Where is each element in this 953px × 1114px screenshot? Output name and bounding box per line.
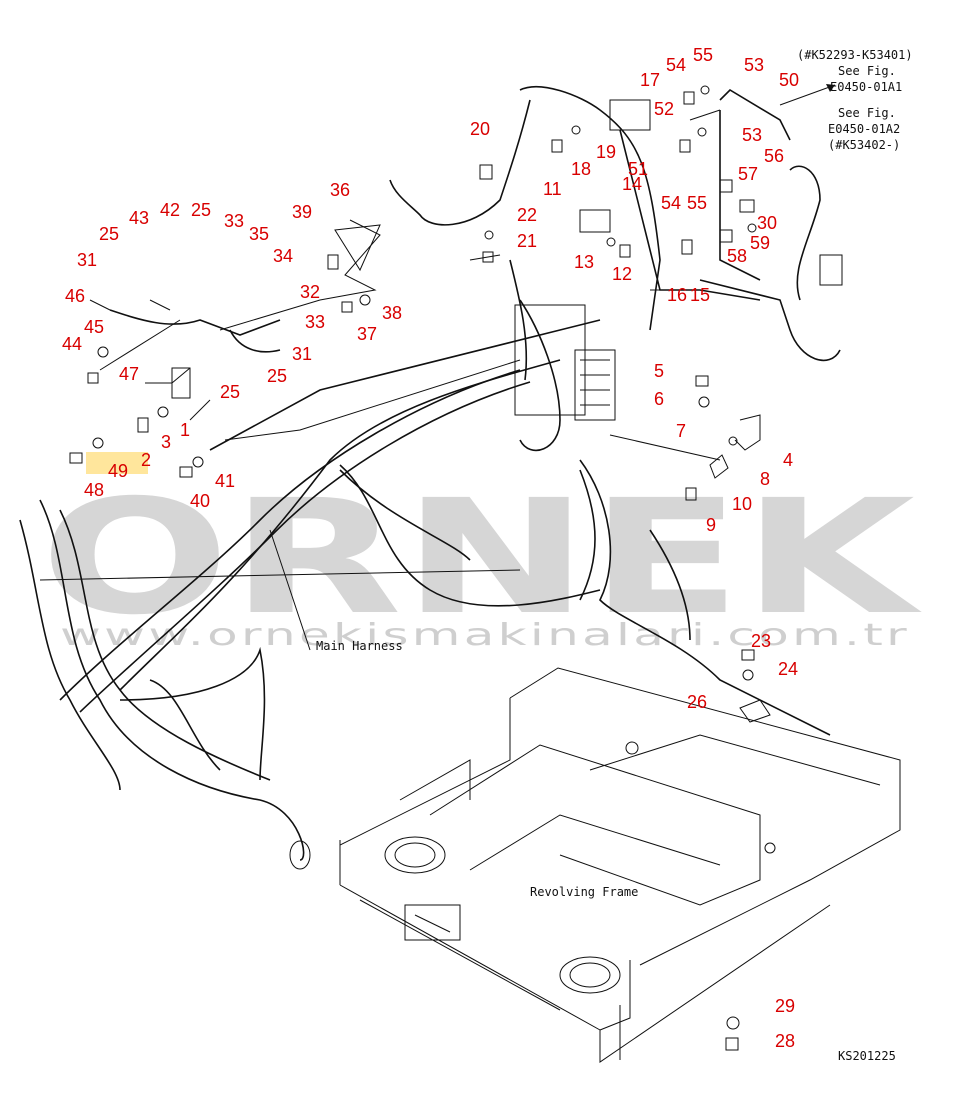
callout: 37 <box>357 324 377 344</box>
callout: 32 <box>300 282 320 302</box>
callout: 48 <box>84 480 104 500</box>
callout: 2 <box>141 450 151 470</box>
watermark-url: www.ornekismakinalari.com.tr <box>60 618 910 653</box>
callout: 25 <box>191 200 211 220</box>
callout: 25 <box>267 366 287 386</box>
callout: 15 <box>690 285 710 305</box>
callout: 56 <box>764 146 784 166</box>
callout: 36 <box>330 180 350 200</box>
callout: 3 <box>161 432 171 452</box>
callout: 49 <box>108 461 128 481</box>
callout: 25 <box>220 382 240 402</box>
revolving-frame-label: Revolving Frame <box>530 885 638 899</box>
callout: 44 <box>62 334 82 354</box>
callout: 41 <box>215 471 235 491</box>
ref1-code: E0450-01A1 <box>830 80 902 94</box>
callout: 17 <box>640 70 660 90</box>
callout: 42 <box>160 200 180 220</box>
callout: 12 <box>612 264 632 284</box>
ref1-serial: (#K52293-K53401) <box>797 48 913 62</box>
callout: 22 <box>517 205 537 225</box>
main-harness-label: Main Harness <box>316 639 403 653</box>
revolving-frame-drawing <box>339 667 901 1063</box>
callout: 52 <box>654 99 674 119</box>
callout: 9 <box>706 515 716 535</box>
callout: 4 <box>783 450 793 470</box>
callout: 19 <box>596 142 616 162</box>
reference-notes: (#K52293-K53401) See Fig. E0450-01A1 See… <box>316 48 913 1063</box>
callout: 1 <box>180 420 190 440</box>
hardware-parts <box>69 85 771 1051</box>
callout: 30 <box>757 213 777 233</box>
ref1-see-fig: See Fig. <box>838 64 896 78</box>
callout: 14 <box>622 174 642 194</box>
callout: 53 <box>744 55 764 75</box>
callout: 45 <box>84 317 104 337</box>
ref2-code: E0450-01A2 <box>828 122 900 136</box>
callout: 40 <box>190 491 210 511</box>
callout: 24 <box>778 659 798 679</box>
callout: 29 <box>775 996 795 1016</box>
watermark-brand: ORNEK <box>40 466 923 650</box>
callout: 46 <box>65 286 85 306</box>
callout: 11 <box>543 179 562 199</box>
callout: 59 <box>750 233 770 253</box>
callout: 57 <box>738 164 758 184</box>
callout: 39 <box>292 202 312 222</box>
callout: 58 <box>727 246 747 266</box>
callout: 6 <box>654 389 664 409</box>
callout: 33 <box>305 312 325 332</box>
callout: 28 <box>775 1031 795 1051</box>
callout: 55 <box>687 193 707 213</box>
callout: 31 <box>292 344 312 364</box>
callout: 54 <box>661 193 681 213</box>
callout: 25 <box>99 224 119 244</box>
callout: 10 <box>732 494 752 514</box>
callout: 38 <box>382 303 402 323</box>
callout: 35 <box>249 224 269 244</box>
callout: 23 <box>751 631 771 651</box>
callout: 8 <box>760 469 770 489</box>
callout: 34 <box>273 246 293 266</box>
callout: 47 <box>119 364 139 384</box>
callout: 16 <box>667 285 687 305</box>
callout: 21 <box>517 231 537 251</box>
callout: 13 <box>574 252 594 272</box>
callout: 33 <box>224 211 244 231</box>
callout: 18 <box>571 159 591 179</box>
callout: 54 <box>666 55 686 75</box>
ref2-see-fig: See Fig. <box>838 106 896 120</box>
callout: 55 <box>693 45 713 65</box>
watermark: ORNEK www.ornekismakinalari.com.tr <box>40 466 923 653</box>
callout: 31 <box>77 250 97 270</box>
callout: 5 <box>654 361 664 381</box>
callout: 53 <box>742 125 762 145</box>
ref2-serial: (#K53402-) <box>828 138 900 152</box>
callout: 43 <box>129 208 149 228</box>
callout: 51 <box>628 159 648 179</box>
callout: 50 <box>779 70 799 90</box>
part-callouts: 1 2 3 4 5 6 7 8 9 10 11 12 13 14 15 16 1… <box>62 45 799 1051</box>
drawing-code: KS201225 <box>838 1049 896 1063</box>
callout: 7 <box>676 421 686 441</box>
callout: 20 <box>470 119 490 139</box>
leader-lines <box>39 84 836 651</box>
callout: 26 <box>687 692 707 712</box>
callout-highlight <box>86 452 148 474</box>
